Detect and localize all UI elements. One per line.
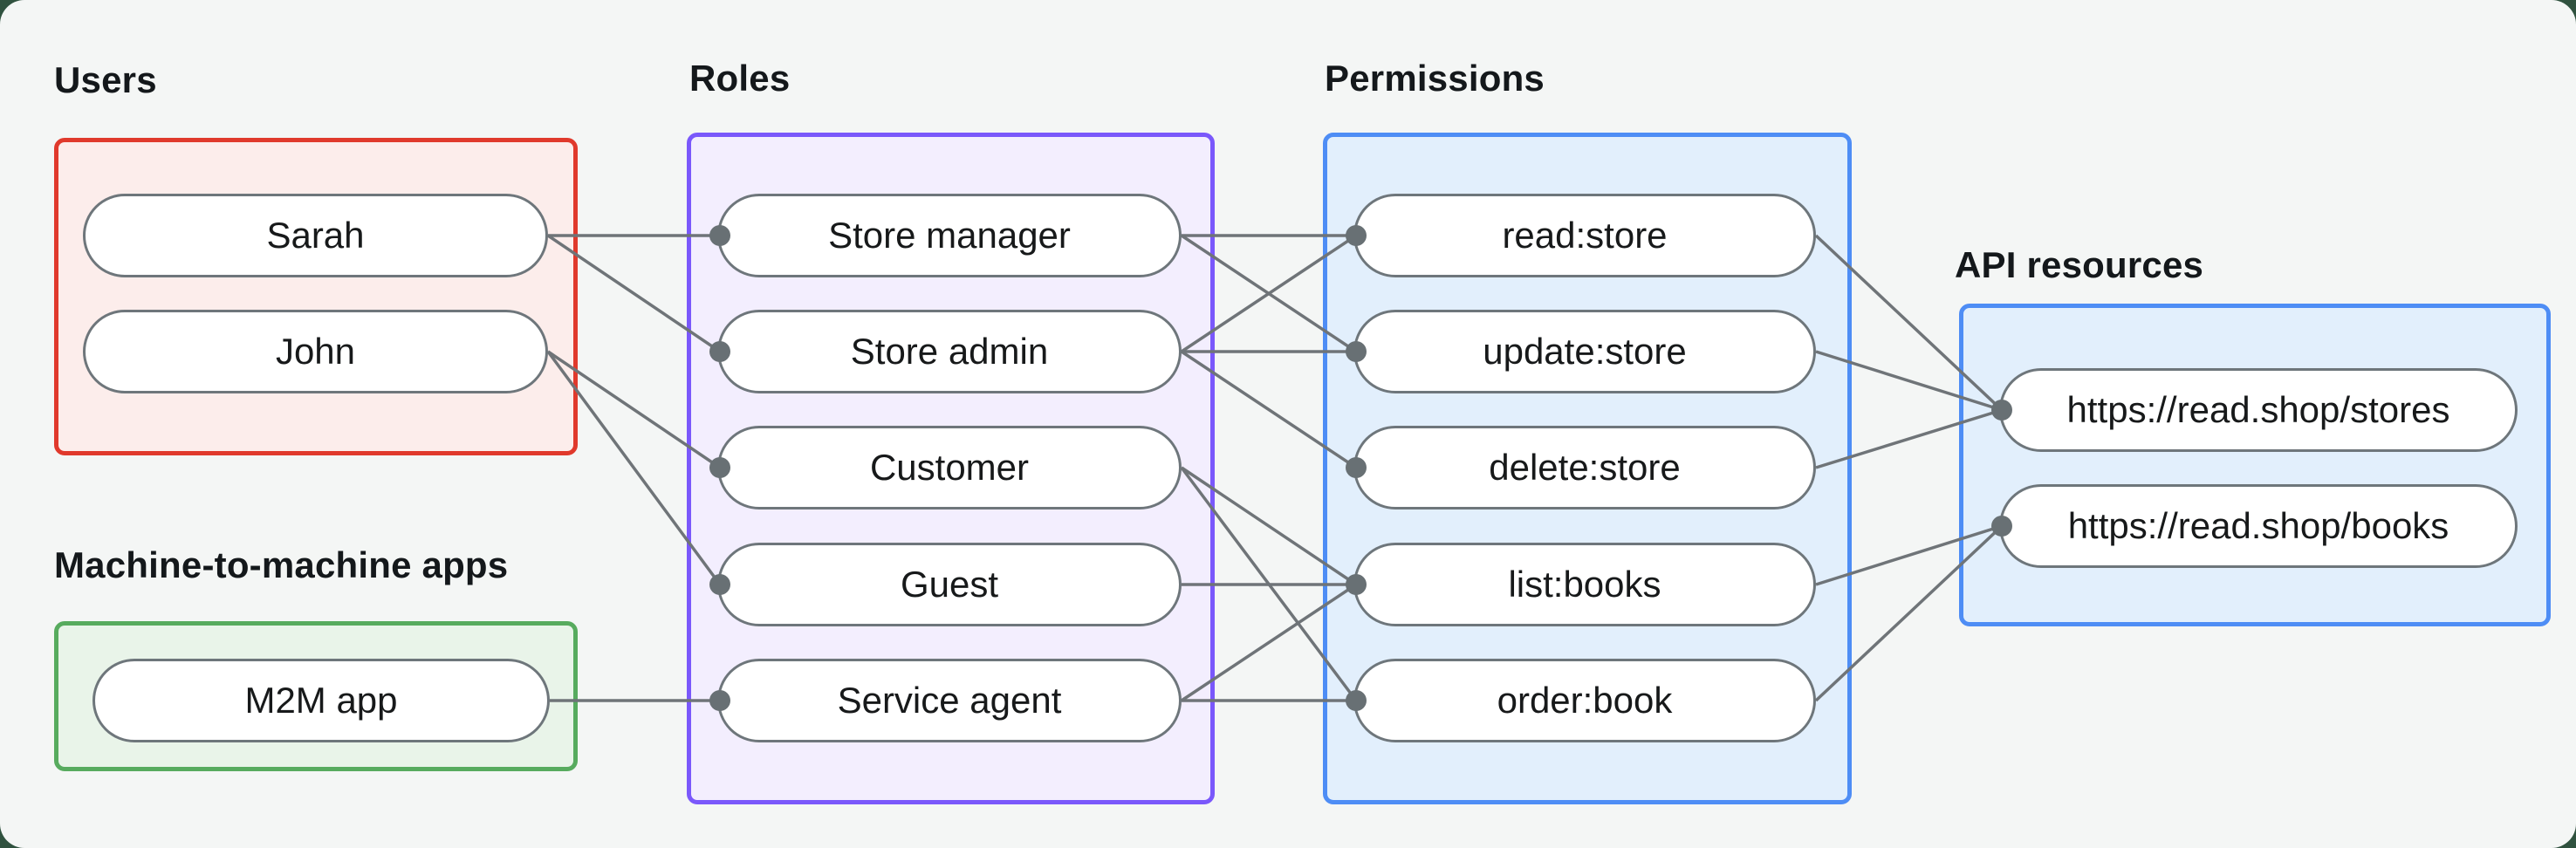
node-john: John xyxy=(83,310,548,393)
group-label-roles: Roles xyxy=(689,58,791,99)
node-service-agent: Service agent xyxy=(717,659,1182,742)
node-label: read:store xyxy=(1502,215,1668,256)
node-label: update:store xyxy=(1483,331,1687,372)
node-update-store: update:store xyxy=(1353,310,1816,393)
node-api-stores: https://read.shop/stores xyxy=(1999,368,2518,452)
group-label-permissions: Permissions xyxy=(1325,58,1545,99)
node-label: list:books xyxy=(1508,564,1661,605)
node-customer: Customer xyxy=(717,426,1182,509)
node-label: M2M app xyxy=(244,680,398,721)
node-label: Service agent xyxy=(837,680,1062,721)
node-guest: Guest xyxy=(717,543,1182,626)
node-store-manager: Store manager xyxy=(717,194,1182,277)
group-label-users: Users xyxy=(54,59,157,100)
node-delete-store: delete:store xyxy=(1353,426,1816,509)
node-label: Store manager xyxy=(828,215,1071,256)
group-box-users xyxy=(54,138,578,455)
group-box-api xyxy=(1959,304,2551,626)
node-store-admin: Store admin xyxy=(717,310,1182,393)
node-label: Guest xyxy=(900,564,999,605)
node-label: https://read.shop/books xyxy=(2067,505,2449,546)
group-label-api-resources: API resources xyxy=(1955,244,2204,285)
node-order-book: order:book xyxy=(1353,659,1816,742)
node-sarah: Sarah xyxy=(83,194,548,277)
node-label: Store admin xyxy=(850,331,1049,372)
node-label: delete:store xyxy=(1489,447,1681,488)
node-label: John xyxy=(275,331,356,372)
node-read-store: read:store xyxy=(1353,194,1816,277)
node-list-books: list:books xyxy=(1353,543,1816,626)
node-label: Sarah xyxy=(266,215,365,256)
node-label: order:book xyxy=(1497,680,1673,721)
group-label-m2m: Machine-to-machine apps xyxy=(54,544,509,585)
node-label: Customer xyxy=(869,447,1030,488)
node-m2m-app: M2M app xyxy=(92,659,550,742)
node-api-books: https://read.shop/books xyxy=(1999,484,2518,568)
node-label: https://read.shop/stores xyxy=(2066,389,2450,430)
